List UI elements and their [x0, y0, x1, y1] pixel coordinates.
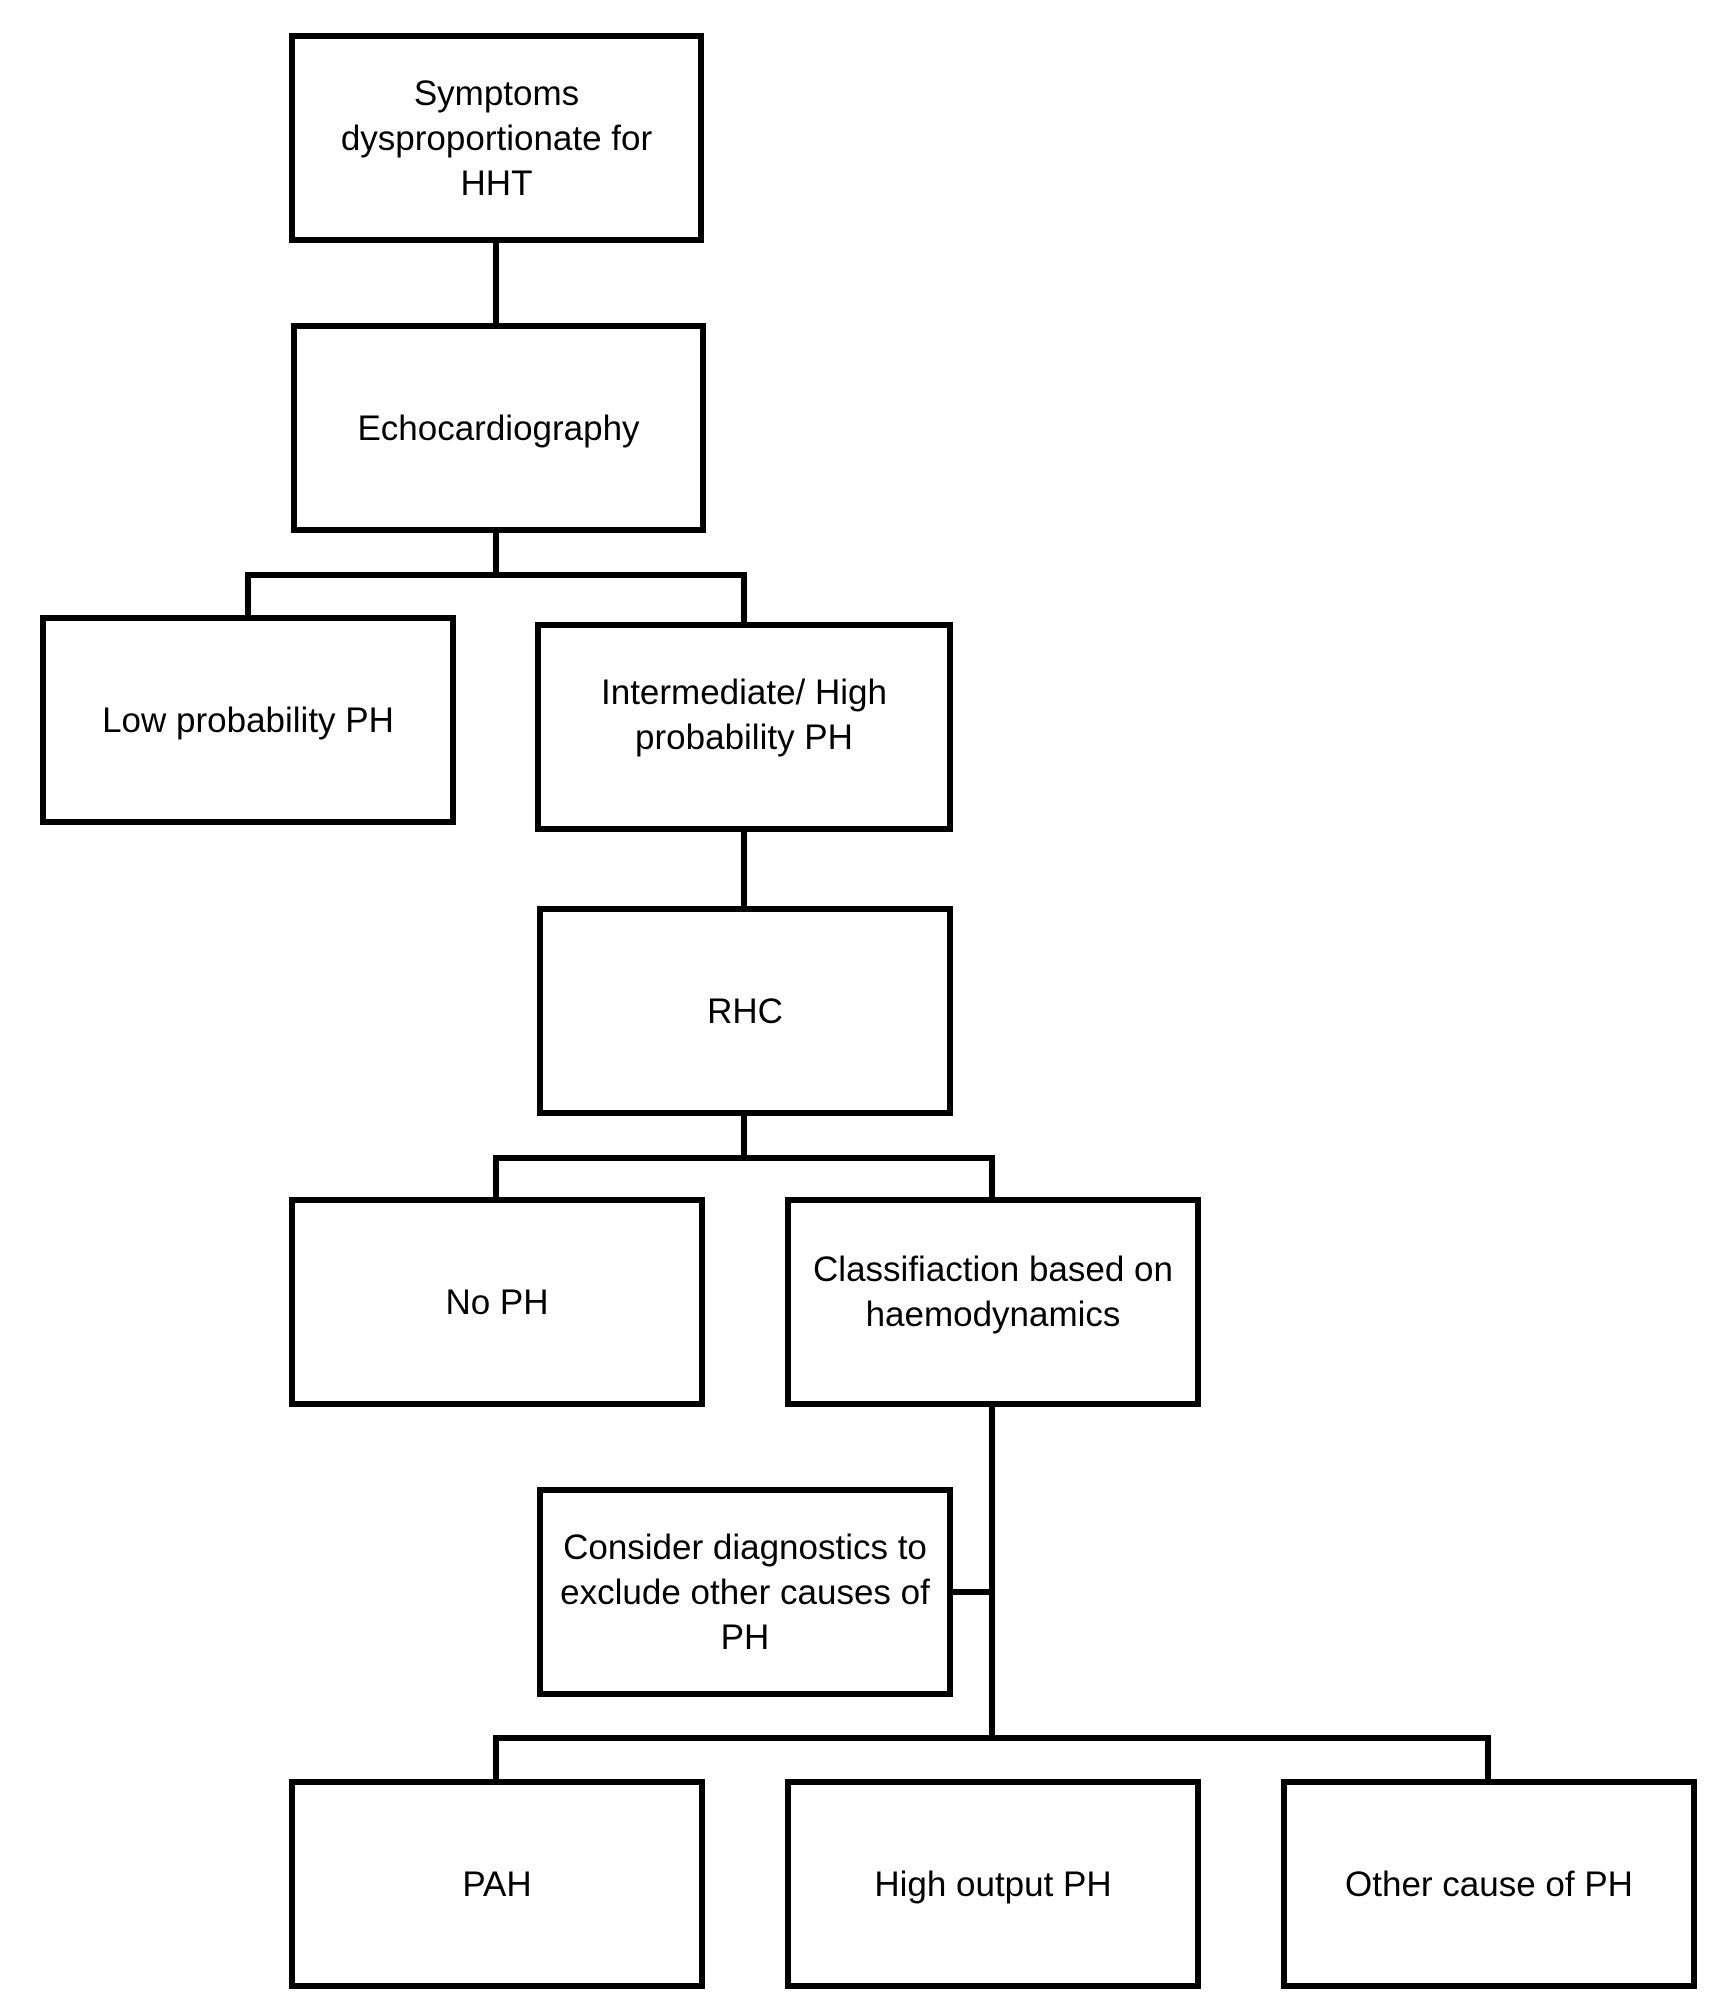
no-ph-box: No PH	[289, 1197, 705, 1407]
connector-bottom-split	[493, 1735, 1491, 1785]
echocardiography-label: Echocardiography	[357, 408, 640, 448]
intermediate-high-probability-box: Intermediate/ High probability PH	[535, 622, 953, 832]
high-output-ph-label: High output PH	[874, 1864, 1112, 1904]
symptoms-box: Symptoms dysproportionate for HHT	[289, 33, 704, 243]
classification-box: Classifiaction based on haemodynamics	[785, 1197, 1201, 1407]
classification-label: Classifiaction based on haemodynamics	[813, 1250, 1173, 1334]
consider-diagnostics-box: Consider diagnostics to exclude other ca…	[537, 1487, 953, 1697]
rhc-box: RHC	[537, 906, 953, 1116]
connector-rhc-split	[493, 1111, 995, 1203]
rhc-label: RHC	[707, 991, 783, 1031]
no-ph-label: No PH	[445, 1282, 549, 1322]
high-output-ph-box: High output PH	[785, 1779, 1201, 1989]
other-cause-ph-box: Other cause of PH	[1281, 1779, 1697, 1989]
other-cause-ph-label: Other cause of PH	[1345, 1864, 1633, 1904]
low-probability-label: Low probability PH	[102, 700, 394, 740]
symptoms-label: Symptoms dysproportionate for HHT	[340, 73, 653, 203]
intermediate-high-probability-label: Intermediate/ High probability PH	[601, 673, 887, 757]
consider-diagnostics-label: Consider diagnostics to exclude other ca…	[560, 1527, 930, 1657]
pah-box: PAH	[289, 1779, 705, 1989]
echocardiography-box: Echocardiography	[291, 323, 706, 533]
low-probability-box: Low probability PH	[40, 615, 456, 825]
connector-echo-split	[245, 529, 747, 628]
pah-label: PAH	[462, 1864, 532, 1904]
